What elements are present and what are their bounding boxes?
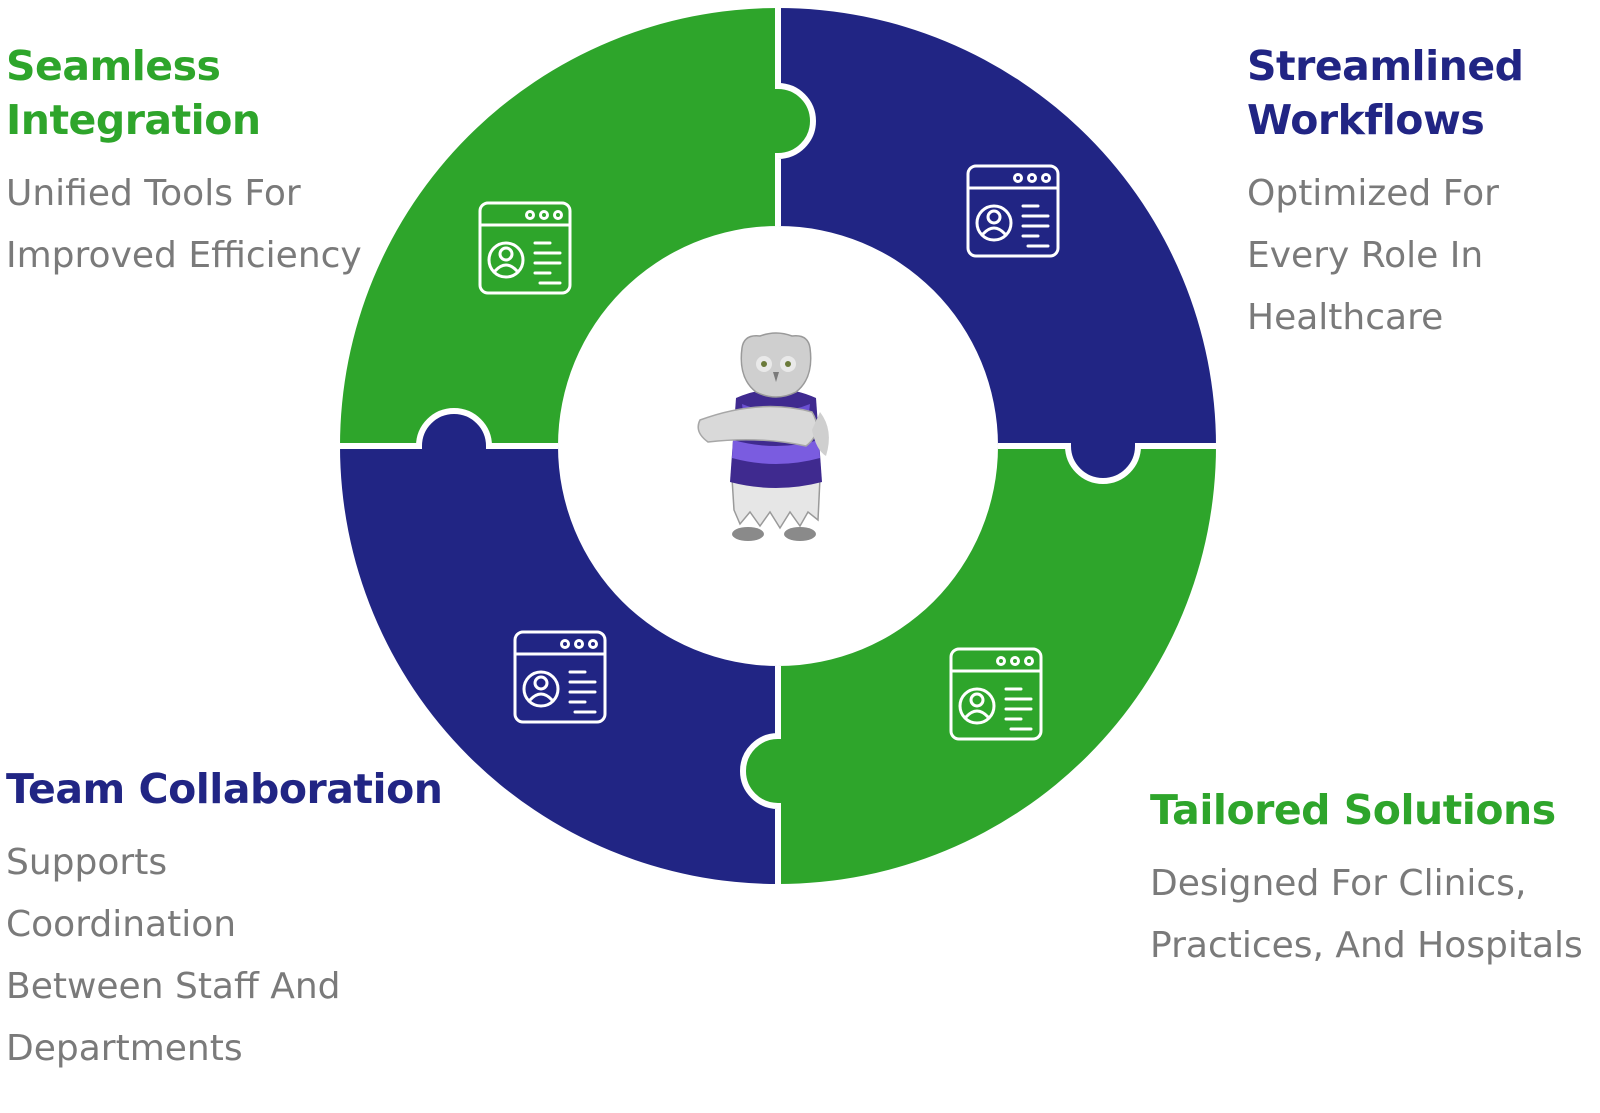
profile-window-icon-streamlined <box>966 164 1060 258</box>
profile-window-icon-seamless <box>478 201 572 295</box>
label-tailored-solutions: Tailored Solutions Designed For Clinics,… <box>1150 783 1590 977</box>
segment-streamlined <box>778 8 1216 481</box>
desc-tailored-solutions: Designed For Clinics, Practices, And Hos… <box>1150 863 1583 966</box>
segment-team <box>340 411 778 884</box>
segment-seamless <box>340 8 813 446</box>
owl-mascot-icon <box>697 332 829 541</box>
desc-streamlined-workflows: Optimized For Every Role In Healthcare <box>1247 173 1499 338</box>
desc-seamless-integration: Unified Tools For Improved Efficiency <box>6 173 362 276</box>
profile-window-icon-tailored <box>949 647 1043 741</box>
title-tailored-solutions: Tailored Solutions <box>1150 786 1556 834</box>
label-team-collaboration: Team Collaboration Supports Coordination… <box>6 762 476 1080</box>
title-streamlined-workflows: Streamlined Workflows <box>1247 42 1524 144</box>
segment-tailored <box>743 446 1216 884</box>
desc-team-collaboration: Supports Coordination Between Staff And … <box>6 842 341 1069</box>
label-streamlined-workflows: Streamlined Workflows Optimized For Ever… <box>1247 39 1597 349</box>
title-team-collaboration: Team Collaboration <box>6 765 443 813</box>
segment-dividers <box>340 8 1216 884</box>
profile-window-icon-team <box>513 630 607 724</box>
title-seamless-integration: Seamless Integration <box>6 42 261 144</box>
label-seamless-integration: Seamless Integration Unified Tools For I… <box>6 39 486 287</box>
